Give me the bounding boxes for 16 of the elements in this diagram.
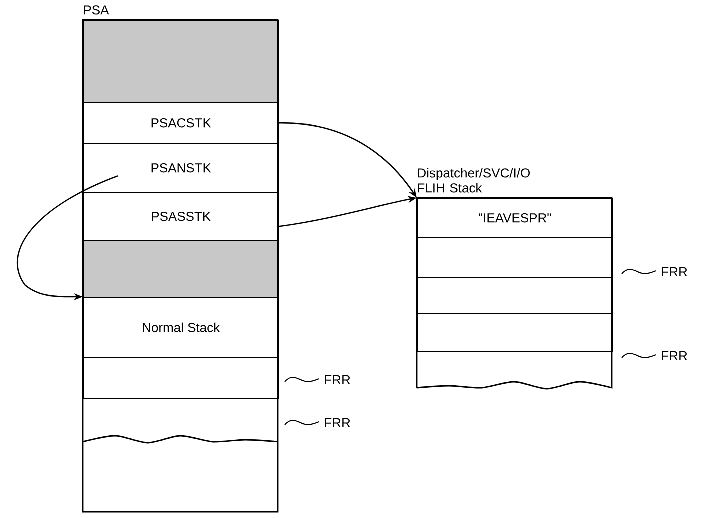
frr-label: FRR	[662, 268, 688, 276]
shaded-row	[83, 240, 280, 298]
stack-entry: Normal Stack	[83, 297, 280, 358]
stack-row	[83, 356, 280, 400]
frr-label: FRR	[325, 418, 350, 428]
frr-label: FRR	[325, 376, 350, 384]
stack-row	[417, 277, 614, 314]
frr-label: FRR	[662, 352, 688, 360]
shaded-row	[83, 20, 280, 104]
node-label: PSA	[84, 6, 110, 15]
stack-entry: PSANSTK	[83, 143, 280, 194]
stack-row	[417, 312, 614, 352]
stack-entry: PSACSTK	[83, 102, 280, 144]
node-label: Dispatcher/SVC/I/O FLIH Stack	[418, 168, 530, 193]
stack-row	[417, 237, 614, 278]
stack-row	[82, 435, 278, 444]
